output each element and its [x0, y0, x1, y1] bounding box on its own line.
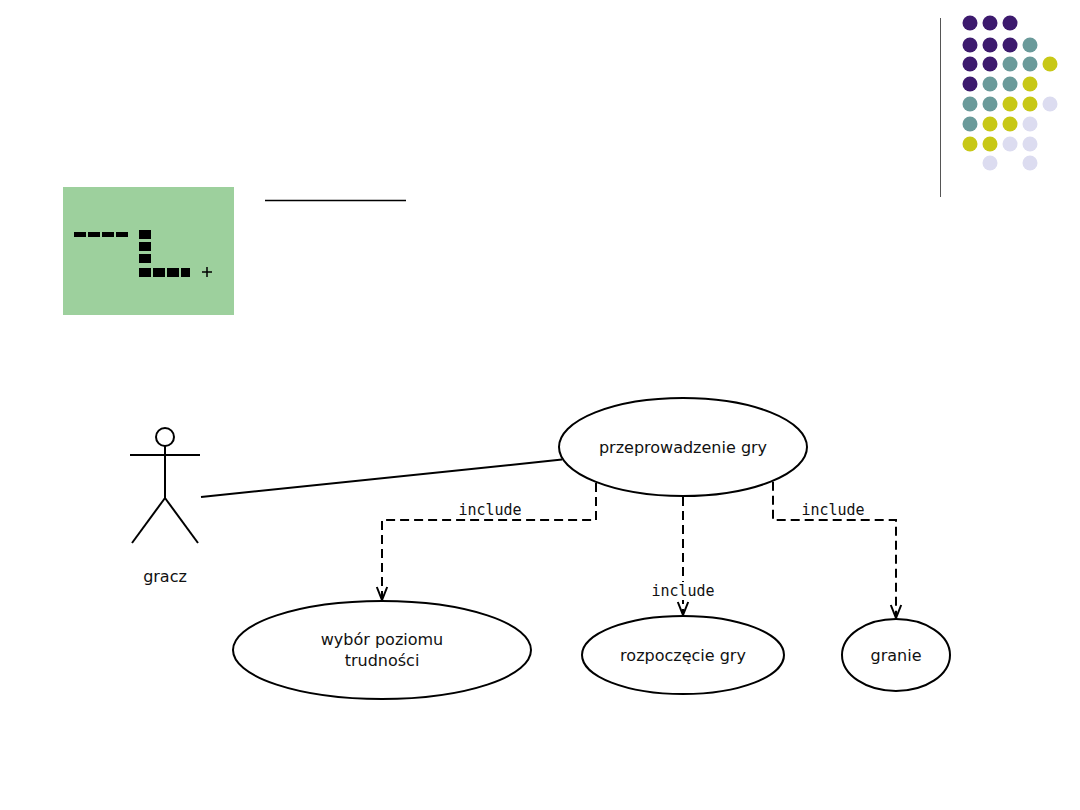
ellipse-outline	[232, 600, 532, 700]
dot-grid	[963, 16, 1058, 171]
dot	[1003, 38, 1018, 53]
dot	[983, 38, 998, 53]
arrow-head	[377, 587, 387, 600]
dot	[963, 117, 978, 132]
include-dependency	[377, 483, 596, 600]
use-case-label: rozpoczęcie gry	[620, 645, 746, 666]
dot	[983, 156, 998, 171]
use-case-text: wybór poziomu trudności	[292, 629, 472, 671]
snake-icon	[63, 187, 234, 315]
dot	[1023, 97, 1038, 112]
dot	[963, 97, 978, 112]
dot	[983, 16, 998, 31]
snake-body	[74, 230, 190, 277]
title-rule	[265, 200, 406, 202]
arrow-head	[678, 602, 688, 615]
dot	[1023, 156, 1038, 171]
stereotype-label: include	[649, 582, 716, 600]
dot	[1003, 16, 1018, 31]
dot	[983, 57, 998, 72]
dot	[963, 137, 978, 152]
dot	[1003, 57, 1018, 72]
dot	[1023, 57, 1038, 72]
stereotype-label: include	[456, 501, 523, 519]
use-case-text: rozpoczęcie gry	[620, 645, 746, 666]
stereotype-label: include	[799, 501, 866, 519]
dot	[963, 38, 978, 53]
divider-line	[940, 18, 941, 197]
snake-food	[202, 267, 212, 277]
dot	[983, 117, 998, 132]
use-case-label: granie	[871, 645, 922, 666]
dot	[1023, 137, 1038, 152]
dot	[963, 77, 978, 92]
dot	[1023, 77, 1038, 92]
association-line	[201, 460, 562, 497]
use-case: rozpoczęcie gry	[581, 615, 785, 695]
dot	[1043, 97, 1058, 112]
use-case-label: przeprowadzenie gry	[599, 437, 767, 458]
dot	[983, 137, 998, 152]
use-case: wybór poziomu trudności	[232, 600, 532, 700]
actor: gracz	[110, 423, 220, 587]
dot	[983, 77, 998, 92]
dot	[1023, 38, 1038, 53]
include-dependency	[773, 482, 901, 618]
dot	[1043, 57, 1058, 72]
dot	[1003, 97, 1018, 112]
dot	[963, 16, 978, 31]
dot	[1023, 117, 1038, 132]
arrow-head	[891, 605, 901, 618]
use-case-text: przeprowadzenie gry	[599, 437, 767, 458]
dot	[1003, 77, 1018, 92]
actor-name: gracz	[110, 566, 220, 587]
use-case-label: wybór poziomu trudności	[292, 629, 472, 671]
use-case: przeprowadzenie gry	[558, 397, 808, 497]
stick-figure	[110, 423, 220, 548]
use-case-text: granie	[871, 645, 922, 666]
dot	[1003, 137, 1018, 152]
dot	[1003, 117, 1018, 132]
dot	[983, 97, 998, 112]
dot	[963, 57, 978, 72]
use-case: granie	[841, 618, 951, 692]
